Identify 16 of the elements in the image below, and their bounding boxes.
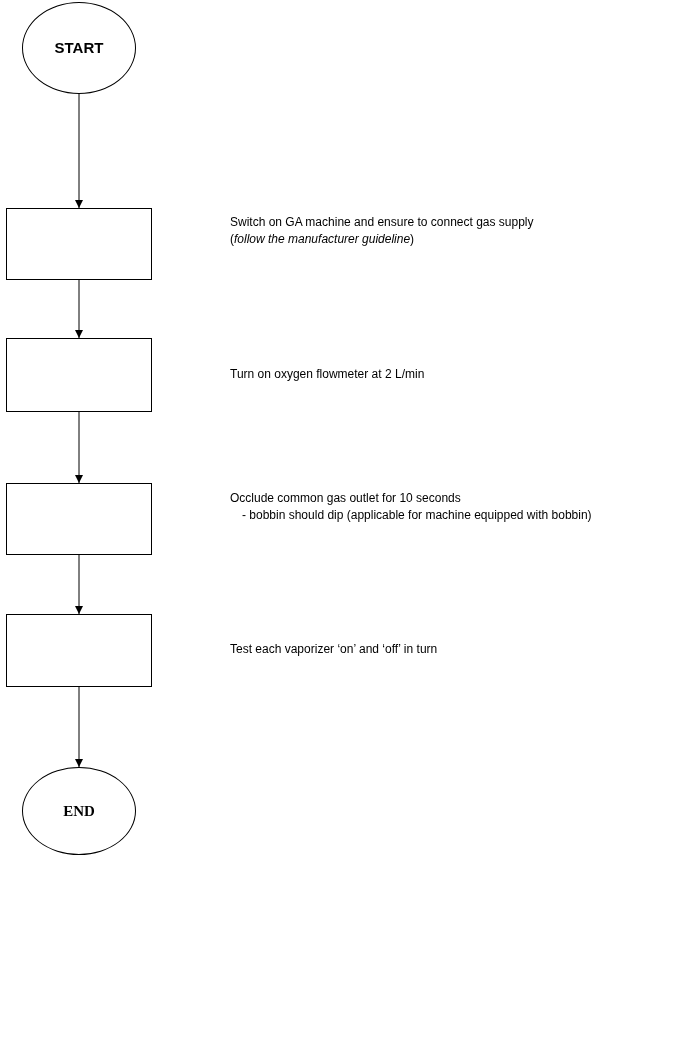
- arrow: [75, 93, 83, 209]
- arrow: [75, 554, 83, 615]
- step-description: Occlude common gas outlet for 10 seconds: [230, 490, 462, 507]
- arrow: [75, 411, 83, 484]
- step-description: Switch on GA machine and ensure to connect gas supply (follow the manufacturer guideline): [230, 214, 535, 248]
- process-box: [6, 614, 152, 687]
- process-box: [6, 338, 152, 412]
- step-description: Test each vaporizer ‘on’ and ‘off’ in turn: [230, 641, 439, 658]
- process-box: [6, 483, 152, 555]
- arrow: [75, 686, 83, 768]
- arrow: [75, 279, 83, 339]
- step-description: Turn on oxygen flowmeter at 2 L/min: [230, 366, 426, 383]
- terminal-label: START: [54, 37, 104, 58]
- process-box: [6, 208, 152, 280]
- step-description: - bobbin should dip (applicable for machine equipped with bobbin): [242, 507, 593, 524]
- terminal-label: END: [63, 801, 95, 821]
